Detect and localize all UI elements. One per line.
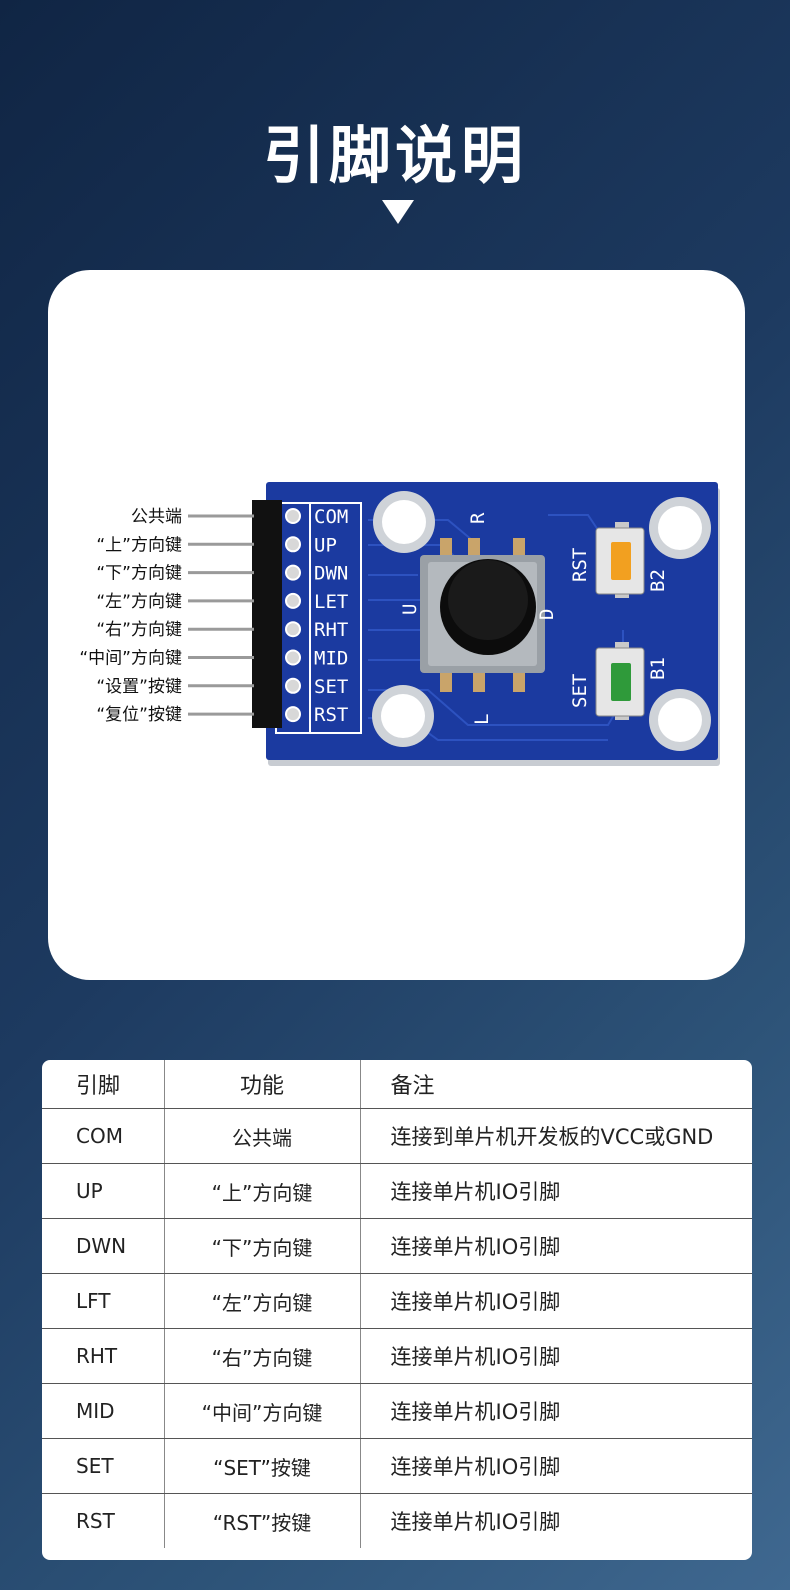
header-pin: 引脚 [42,1060,164,1109]
silk-b1: B1 [647,657,669,680]
cell-function: “右”方向键 [163,1328,361,1384]
pin-callout-label: “复位”按键 [96,705,182,725]
pcb-illustration: COM UP DWN LET RHT MID SET RST R D L U RST B2 S… [79,482,720,766]
pin-callout-label: “下”方向键 [96,564,182,584]
table-row: RHT“右”方向键连接单片机IO引脚 [42,1328,752,1384]
solder-pad [285,621,301,638]
solder-pad [285,508,301,524]
cell-function: “中间”方向键 [163,1383,361,1439]
table-row: RST “RST”按键 连接单片机IO引脚 [42,1493,752,1548]
pin-callout-label: “左”方向键 [96,592,182,612]
cell-function: “左”方向键 [163,1273,361,1329]
cell-function: 公共端 [163,1108,361,1164]
pin-callout-label: 公共端 [131,507,182,527]
silk-pin-name: RHT [314,619,348,641]
silk-pin-name: SET [314,676,348,698]
solder-pad [285,677,301,694]
joystick-switch [420,538,545,692]
silk-pin-name: MID [314,648,348,670]
solder-pad [285,649,301,666]
set-cap [611,663,631,701]
solder-pad [285,706,301,723]
table-row: UP“上”方向键连接单片机IO引脚 [42,1163,752,1219]
silk-dir-right: D [536,609,558,620]
cell-pin: RHT [42,1328,164,1384]
silk-rst: RST [569,548,591,582]
silk-pin-name: RST [314,704,348,726]
cell-pin: SET [42,1438,164,1494]
silk-pin-name: UP [314,534,337,556]
cell-pin: UP [42,1163,164,1219]
cell-note: 连接单片机IO引脚 [360,1383,752,1439]
silk-pin-name: COM [314,506,348,528]
cell-note: 连接到单片机开发板的VCC或GND [360,1108,752,1164]
silk-dir-down: L [471,714,493,725]
set-button [595,642,645,720]
rst-button [595,522,645,598]
table-row: LFT“左”方向键连接单片机IO引脚 [42,1273,752,1329]
pin-header [252,500,282,728]
page-title: 引脚说明 [262,119,527,192]
cell-note: 连接单片机IO引脚 [390,1510,561,1534]
header-pins [188,514,254,716]
cell-note: 连接单片机IO引脚 [360,1273,752,1329]
silk-set: SET [569,674,591,708]
table-row: MID“中间”方向键连接单片机IO引脚 [42,1383,752,1439]
silk-pin-name: LET [314,591,348,613]
silk-pin-names: COM UP DWN LET RHT MID SET RST [285,506,348,726]
silk-dir-up: R [467,512,489,524]
cell-note: 连接单片机IO引脚 [360,1218,752,1274]
silk-pin-name: DWN [314,563,348,585]
mounting-holes [372,491,711,751]
rst-cap [611,542,631,580]
silk-b2: B2 [647,569,669,592]
cell-function: “下”方向键 [163,1218,361,1274]
module-photo: COM UP DWN LET RHT MID SET RST R D L U RST B2 S… [48,270,745,980]
cell-pin: LFT [42,1273,164,1329]
cell-pin: DWN [42,1218,164,1274]
cell-pin: RST [76,1509,115,1533]
pin-callout-label: “中间”方向键 [79,649,182,669]
cell-function: “SET”按键 [163,1438,361,1494]
solder-pad [285,536,301,553]
silk-dir-left: U [399,604,421,615]
cell-note: 连接单片机IO引脚 [360,1438,752,1494]
pin-callouts: 公共端 “上”方向键 “下”方向键 “左”方向键 “右”方向键 “中间”方向键 “设置”按键… [79,507,182,725]
cell-pin: COM [42,1108,164,1164]
pin-callout-label: “上”方向键 [96,535,182,555]
header-note: 备注 [360,1060,752,1109]
cell-function: “上”方向键 [163,1163,361,1219]
cell-note: 连接单片机IO引脚 [360,1328,752,1384]
table-row: SET“SET”按键连接单片机IO引脚 [42,1438,752,1494]
solder-pad [285,592,301,609]
table-header-row: 引脚 功能 备注 [42,1060,752,1109]
table-row: DWN“下”方向键连接单片机IO引脚 [42,1218,752,1274]
pin-callout-label: “右”方向键 [96,620,182,640]
down-arrow-icon [382,200,414,224]
cell-function: “RST”按键 [163,1493,361,1548]
solder-pad [285,564,301,581]
header-function: 功能 [163,1060,361,1109]
pin-callout-label: “设置”按键 [96,677,182,697]
cell-note: 连接单片机IO引脚 [360,1163,752,1219]
cell-pin: MID [42,1383,164,1439]
